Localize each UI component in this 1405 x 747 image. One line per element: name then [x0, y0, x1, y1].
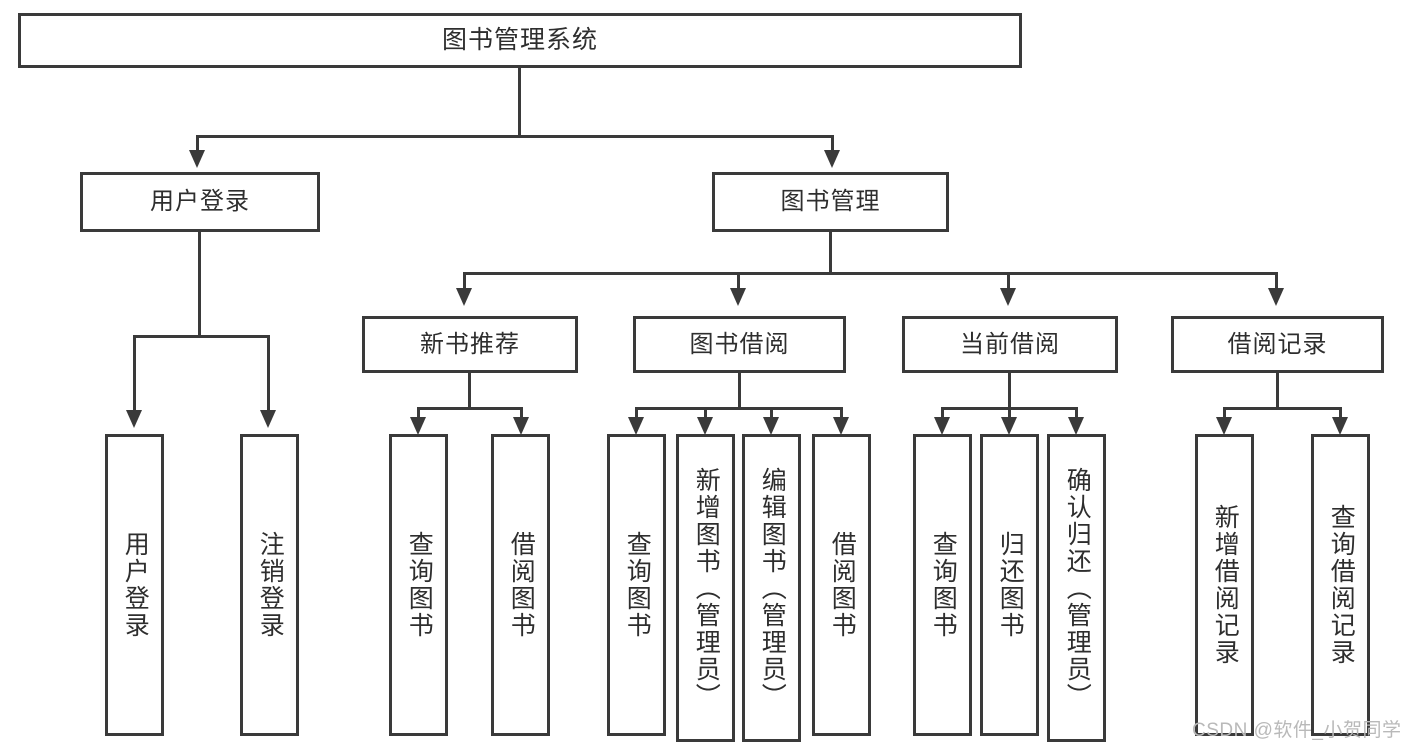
- leaf-current-query-book[interactable]: 查询图书: [913, 434, 972, 736]
- connector-root-to-user-login: [196, 135, 199, 153]
- connector-bb-2: [704, 407, 707, 419]
- connector-cb-3: [1075, 407, 1078, 419]
- connector-borrow-bar: [635, 407, 843, 410]
- connector-ul-left: [133, 335, 136, 412]
- node-new-book-recommend[interactable]: 新书推荐: [362, 316, 578, 373]
- arrowhead-user-login: [189, 150, 205, 168]
- node-user-login[interactable]: 用户登录: [80, 172, 320, 232]
- node-label: 图书借阅: [689, 330, 790, 358]
- connector-root-stem: [518, 68, 521, 137]
- node-label: 图书管理: [780, 188, 881, 216]
- node-label: 借阅记录: [1227, 330, 1328, 358]
- leaf-label: 新增图书（管理员）: [692, 466, 721, 710]
- arrowhead-cb-confirm: [1068, 417, 1084, 435]
- connector-bb-4: [840, 407, 843, 419]
- leaf-label: 新增借阅记录: [1211, 504, 1240, 666]
- connector-rb-1: [1223, 407, 1226, 419]
- leaf-newbook-borrow-book[interactable]: 借阅图书: [491, 434, 550, 736]
- connector-cb-2: [1008, 407, 1011, 419]
- connector-bb-1: [635, 407, 638, 419]
- leaf-label: 确认归还（管理员）: [1063, 466, 1092, 710]
- connector-bm-new-book: [463, 272, 466, 290]
- connector-root-to-book-mgmt: [831, 135, 834, 153]
- connector-bm-current: [1007, 272, 1010, 290]
- leaf-logout[interactable]: 注销登录: [240, 434, 299, 736]
- node-borrow-record[interactable]: 借阅记录: [1171, 316, 1384, 373]
- connector-newbook-stem: [468, 373, 471, 409]
- arrowhead-nb-query: [410, 417, 426, 435]
- leaf-current-return-book[interactable]: 归还图书: [980, 434, 1039, 736]
- leaf-borrow-query-book[interactable]: 查询图书: [607, 434, 666, 736]
- node-current-borrow[interactable]: 当前借阅: [902, 316, 1118, 373]
- arrowhead-rb-query: [1332, 417, 1348, 435]
- leaf-label: 注销登录: [256, 531, 285, 639]
- node-root-system[interactable]: 图书管理系统: [18, 13, 1022, 68]
- leaf-label: 查询图书: [623, 531, 652, 639]
- leaf-label: 查询借阅记录: [1327, 504, 1356, 666]
- connector-bb-3: [770, 407, 773, 419]
- connector-newbook-bar: [417, 407, 523, 410]
- connector-bm-borrow: [737, 272, 740, 290]
- leaf-label: 借阅图书: [507, 531, 536, 639]
- arrowhead-rb-add: [1216, 417, 1232, 435]
- arrowhead-leaf-user-login: [126, 410, 142, 428]
- leaf-label: 查询图书: [929, 531, 958, 639]
- connector-user-login-stem: [198, 232, 201, 337]
- connector-cb-1: [941, 407, 944, 419]
- node-label: 当前借阅: [960, 330, 1060, 358]
- leaf-label: 用户登录: [121, 531, 150, 639]
- arrowhead-borrow: [730, 288, 746, 306]
- connector-borrow-stem: [738, 373, 741, 409]
- arrowhead-cb-query: [934, 417, 950, 435]
- arrowhead-new-book: [456, 288, 472, 306]
- connector-record-bar: [1223, 407, 1342, 410]
- leaf-borrow-lend-book[interactable]: 借阅图书: [812, 434, 871, 736]
- leaf-current-confirm-return-admin[interactable]: 确认归还（管理员）: [1047, 434, 1106, 742]
- arrowhead-leaf-logout: [260, 410, 276, 428]
- arrowhead-bb-edit: [763, 417, 779, 435]
- node-label: 新书推荐: [420, 330, 520, 358]
- node-label: 用户登录: [150, 188, 250, 216]
- arrowhead-nb-borrow: [513, 417, 529, 435]
- arrowhead-current: [1000, 288, 1016, 306]
- connector-record-stem: [1276, 373, 1279, 409]
- leaf-label: 归还图书: [996, 531, 1025, 639]
- leaf-label: 编辑图书（管理员）: [758, 466, 787, 710]
- connector-root-bar: [196, 135, 834, 138]
- node-book-borrow[interactable]: 图书借阅: [633, 316, 846, 373]
- arrowhead-record: [1268, 288, 1284, 306]
- connector-user-login-bar: [133, 335, 270, 338]
- leaf-label: 借阅图书: [828, 531, 857, 639]
- leaf-record-add-record[interactable]: 新增借阅记录: [1195, 434, 1254, 736]
- connector-nb-1: [417, 407, 420, 419]
- arrowhead-bb-lend: [833, 417, 849, 435]
- arrowhead-cb-return: [1001, 417, 1017, 435]
- leaf-user-login[interactable]: 用户登录: [105, 434, 164, 736]
- connector-book-mgmt-stem: [829, 232, 832, 274]
- arrowhead-book-mgmt: [824, 150, 840, 168]
- arrowhead-bb-add: [697, 417, 713, 435]
- connector-rb-2: [1339, 407, 1342, 419]
- connector-book-mgmt-bar: [463, 272, 1278, 275]
- connector-ul-right: [267, 335, 270, 412]
- connector-current-stem: [1008, 373, 1011, 409]
- leaf-label: 查询图书: [405, 531, 434, 639]
- leaf-borrow-edit-book-admin[interactable]: 编辑图书（管理员）: [742, 434, 801, 742]
- arrowhead-bb-query: [628, 417, 644, 435]
- leaf-newbook-query-book[interactable]: 查询图书: [389, 434, 448, 736]
- node-label: 图书管理系统: [441, 26, 598, 55]
- leaf-borrow-add-book-admin[interactable]: 新增图书（管理员）: [676, 434, 735, 742]
- connector-bm-record: [1275, 272, 1278, 290]
- connector-nb-2: [520, 407, 523, 419]
- node-book-management[interactable]: 图书管理: [712, 172, 949, 232]
- leaf-record-query-record[interactable]: 查询借阅记录: [1311, 434, 1370, 736]
